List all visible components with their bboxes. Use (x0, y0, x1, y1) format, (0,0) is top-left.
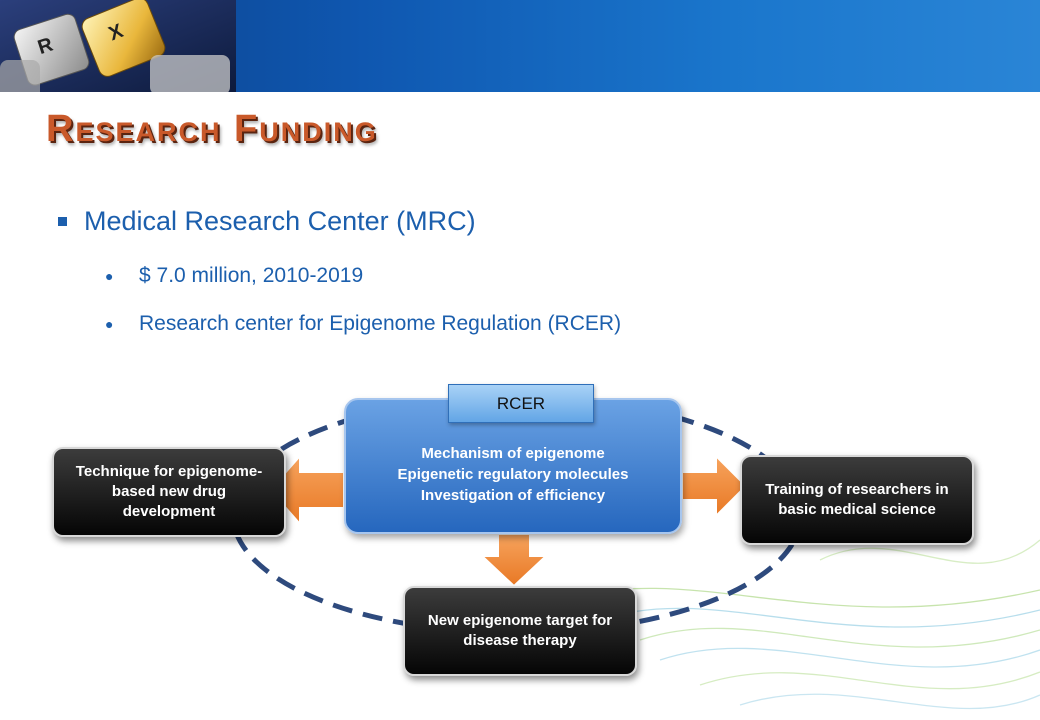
left-box-drug-development: Technique for epigenome-based new drug d… (52, 447, 286, 537)
bullet-main-text: Medical Research Center (MRC) (84, 206, 476, 236)
keyboard-photo: R X (0, 0, 236, 92)
rcer-label: RCER (448, 384, 594, 423)
bullet-main: Medical Research Center (MRC) (58, 206, 476, 237)
center-line-efficiency: Investigation of efficiency (420, 486, 606, 504)
arrow-down (479, 533, 549, 588)
center-line-molecules: Epigenetic regulatory molecules (397, 465, 629, 483)
bullet-sub-center-text: Research center for Epigenome Regulation… (139, 312, 622, 335)
right-box-training: Training of researchers in basic medical… (740, 455, 974, 545)
center-line-mechanism: Mechanism of epigenome (421, 444, 605, 462)
arrow-right (681, 453, 748, 519)
bullet-sub-center: ● Research center for Epigenome Regulati… (105, 312, 621, 336)
bullet-sub-funding: ● $ 7.0 million, 2010-2019 (105, 264, 363, 288)
round-bullet-icon: ● (105, 316, 114, 332)
slide-title: Research Funding (46, 108, 378, 150)
square-bullet-icon (58, 217, 67, 226)
bullet-sub-funding-text: $ 7.0 million, 2010-2019 (139, 264, 364, 287)
bottom-box-therapy-target: New epigenome target for disease therapy (403, 586, 637, 676)
round-bullet-icon: ● (105, 268, 114, 284)
